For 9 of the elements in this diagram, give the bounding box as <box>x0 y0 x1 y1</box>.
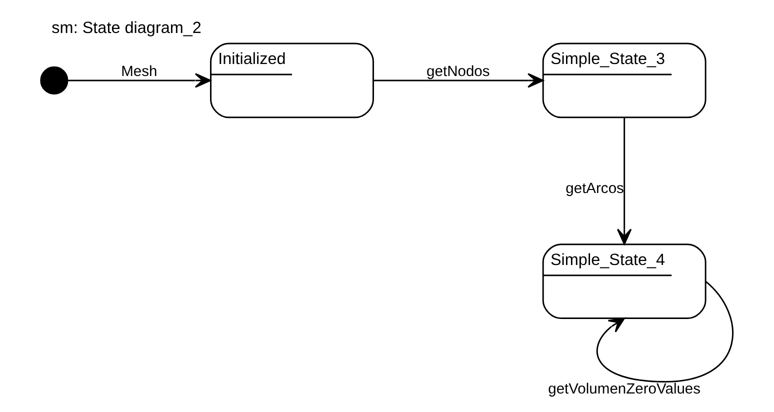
arrow <box>68 73 211 88</box>
arrow <box>616 118 632 245</box>
arrow <box>374 73 544 88</box>
edge-label: Mesh <box>121 64 158 80</box>
edge-label: getNodos <box>426 64 490 80</box>
node-circle <box>40 66 68 94</box>
edge-label: getVolumenZeroValues <box>548 382 701 398</box>
diagram-title: sm: State diagram_2 <box>52 18 202 37</box>
edge-label: getArcos <box>566 181 624 198</box>
